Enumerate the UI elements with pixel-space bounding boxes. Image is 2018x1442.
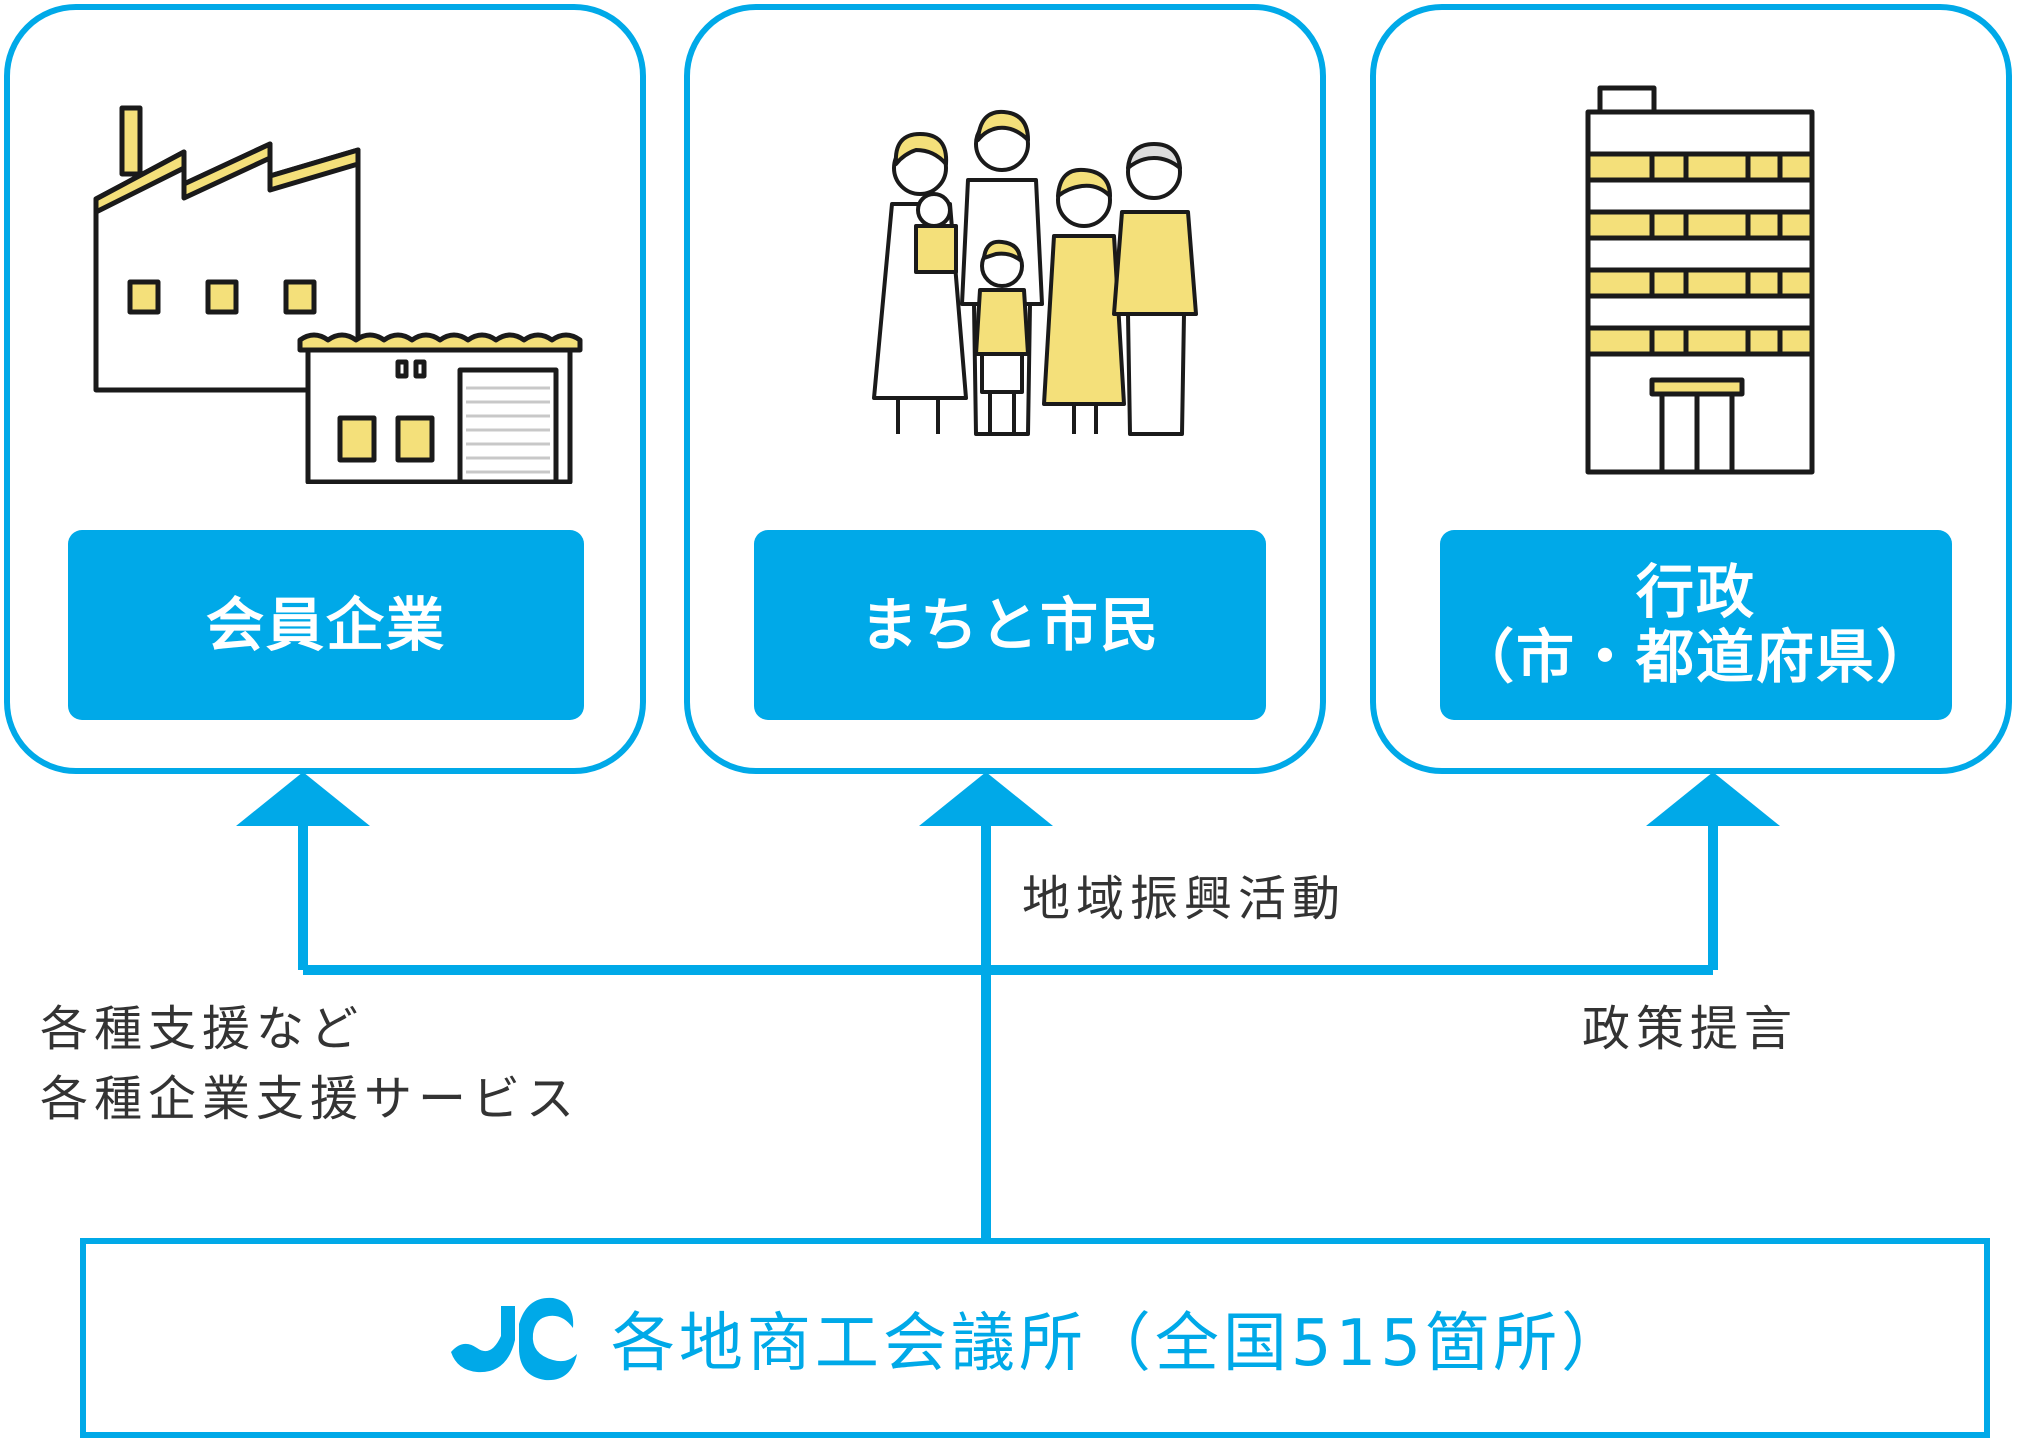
card-government: 行政 （市・都道府県） <box>1370 4 2012 774</box>
arrowhead-right <box>1646 772 1780 826</box>
chamber-of-commerce-box: 各地商工会議所（全国515箇所） <box>80 1238 1990 1438</box>
bottom-title: 各地商工会議所（全国515箇所） <box>610 1307 1630 1381</box>
annotation-support-line-1: 各種支援など <box>40 1001 365 1057</box>
office-building-icon <box>1585 85 1815 475</box>
family-icon <box>872 109 1198 436</box>
chamber-of-commerce-logo <box>450 1297 577 1381</box>
card-town-citizens: まちと市民 <box>684 4 1326 774</box>
label-member-companies: 会員企業 <box>68 530 584 720</box>
annotation-regional-promotion: 地域振興活動 <box>1022 871 1347 927</box>
annotation-policy-proposal: 政策提言 <box>1582 1001 1799 1057</box>
card-member-companies: 会員企業 <box>4 4 646 774</box>
label-town-citizens: まちと市民 <box>754 530 1266 720</box>
label-line-2: （市・都道府県） <box>1455 623 1936 691</box>
label-line-1: 会員企業 <box>205 590 446 659</box>
label-line-1: まちと市民 <box>859 590 1160 659</box>
arrowhead-middle <box>919 772 1053 826</box>
factory-icon <box>93 105 583 484</box>
label-line-1: 行政 <box>1635 558 1756 627</box>
label-government: 行政 （市・都道府県） <box>1440 530 1952 720</box>
annotation-support-line-2: 各種企業支援サービス <box>40 1071 581 1127</box>
arrowhead-left <box>236 772 370 826</box>
